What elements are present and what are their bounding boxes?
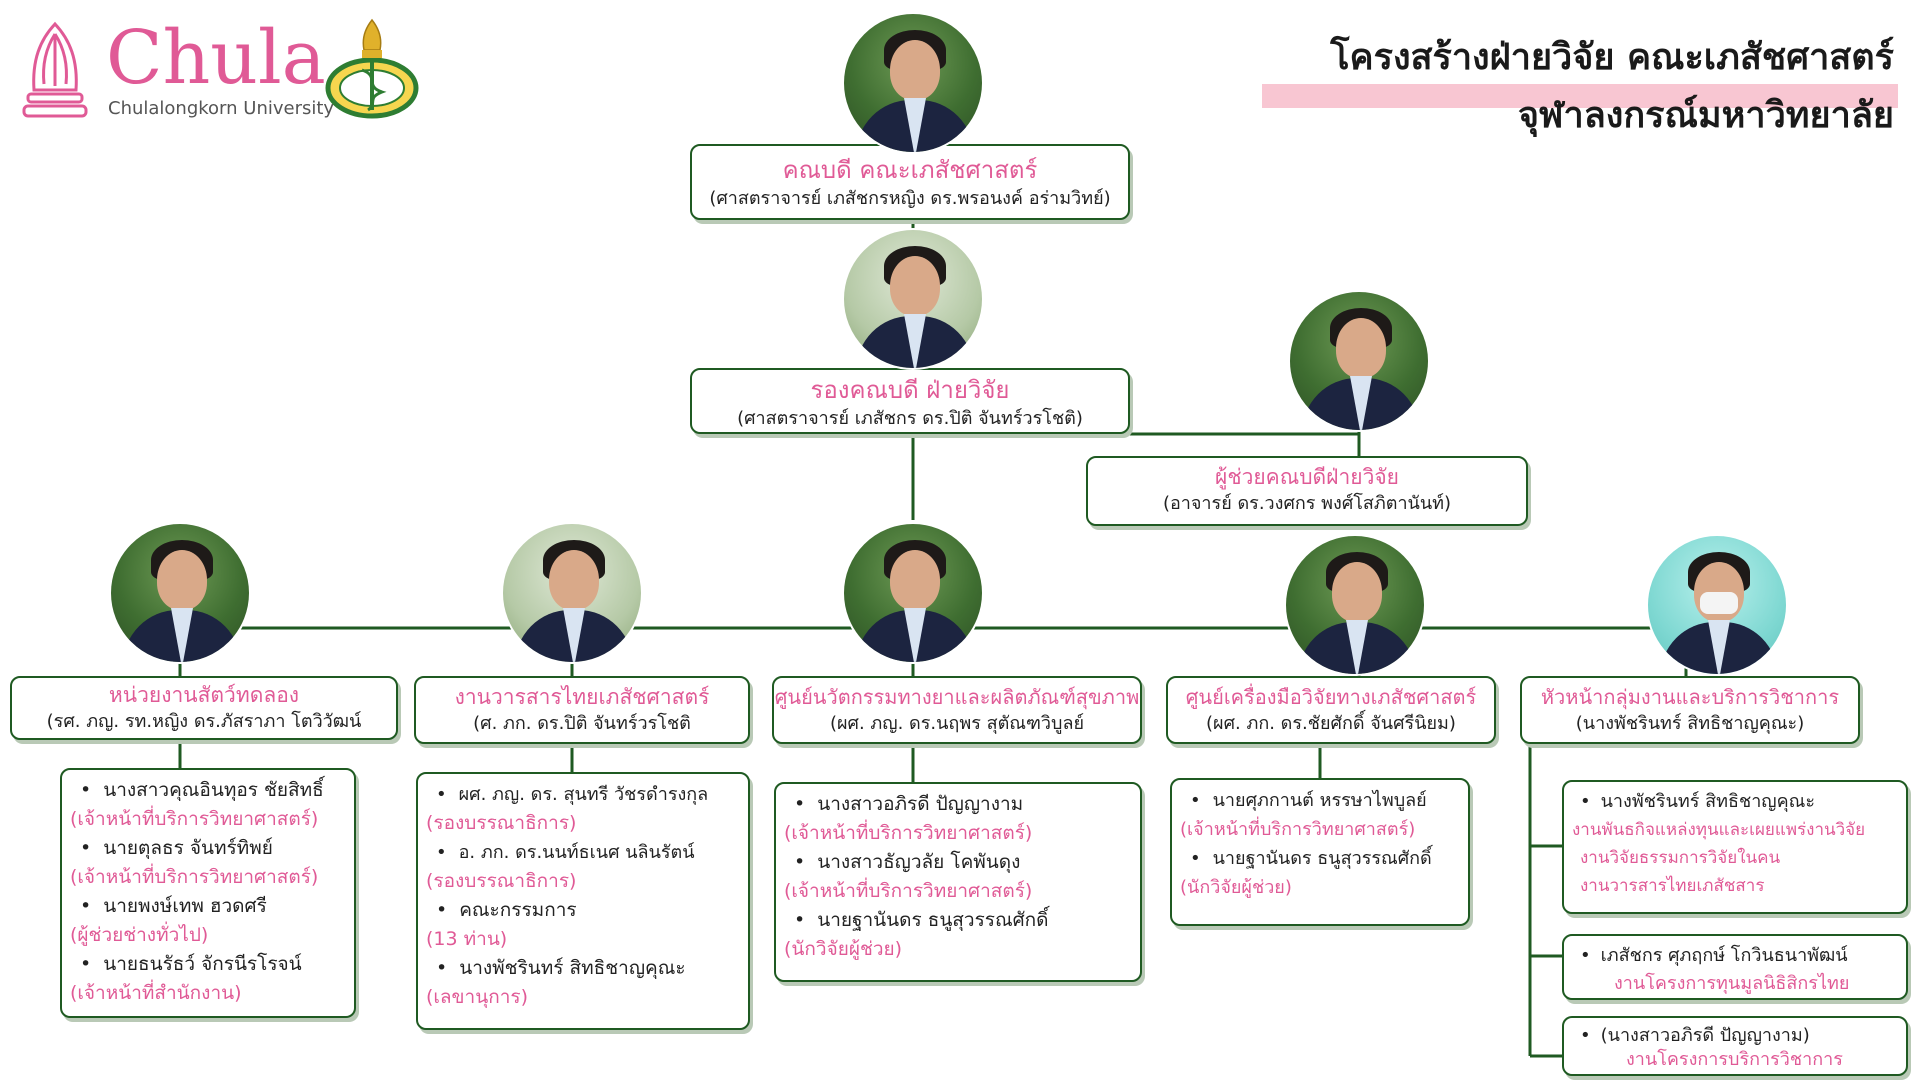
unit2-head-photo bbox=[501, 522, 643, 664]
unit-title: ศูนย์เครื่องมือวิจัยทางเภสัชศาสตร์ bbox=[1185, 685, 1477, 709]
unit-box-academic-services[interactable]: หัวหน้ากลุ่มงานและบริการวิชาการ (นางพัชร… bbox=[1520, 676, 1860, 744]
member-role: (นักวิจัยผู้ช่วย) bbox=[1180, 877, 1292, 898]
unit-box-animal-lab[interactable]: หน่วยงานสัตว์ทดลอง (รศ. ภญ. รท.หญิง ดร.ภ… bbox=[10, 676, 398, 740]
member-role: (เจ้าหน้าที่บริการวิทยาศาสตร์) bbox=[70, 866, 319, 888]
member-role: (เจ้าหน้าที่บริการวิทยาศาสตร์) bbox=[70, 808, 319, 830]
page-subtitle: จุฬาลงกรณ์มหาวิทยาลัย bbox=[1517, 95, 1894, 136]
member-name: นายตุลธร จันทร์ทิพย์ bbox=[70, 834, 348, 863]
dean-name: (ศาสตราจารย์ เภสัชกรหญิง ดร.พรอนงค์ อร่า… bbox=[709, 188, 1111, 209]
member-name: นางพัชรินทร์ สิทธิชาญคุณะ bbox=[426, 954, 742, 983]
unit-title: หัวหน้ากลุ่มงานและบริการวิชาการ bbox=[1540, 685, 1840, 709]
member-name: นางสาวธัญวลัย โคพันดุง bbox=[784, 848, 1134, 877]
member-role: (รองบรรณาธิการ) bbox=[426, 870, 577, 892]
unit5-group-3: (นางสาวอภิรดี ปัญญางาม) งานโครงการบริการ… bbox=[1562, 1016, 1908, 1076]
unit4-member-list: นายศุภกานต์ หรรษาไพบูลย์ (เจ้าหน้าที่บริ… bbox=[1170, 778, 1470, 926]
member-name: นายฐานันดร ธนูสุวรรณศักดิ์ bbox=[1180, 844, 1462, 873]
member-name: นายพงษ์เทพ ฮวดศรี bbox=[70, 892, 348, 921]
member-name: นางสาวอภิรดี ปัญญางาม bbox=[784, 790, 1134, 819]
member-role: (ผู้ช่วยช่างทั่วไป) bbox=[70, 924, 209, 946]
unit5-group-2: เภสัชกร ศุภฤกษ์ โกวินธนาพัฒน์ งานโครงการ… bbox=[1562, 934, 1908, 1000]
member-name: นายธนรัธว์ จักรนีรโรจน์ bbox=[70, 950, 348, 979]
vice-dean-box[interactable]: รองคณบดี ฝ่ายวิจัย (ศาสตราจารย์ เภสัชกร … bbox=[690, 368, 1130, 434]
chula-seal-icon bbox=[22, 21, 88, 118]
member-role: (เจ้าหน้าที่สำนักงาน) bbox=[70, 982, 242, 1004]
unit-head-name: (ผศ. ภญ. ดร.นฤพร สุตัณฑวิบูลย์ bbox=[829, 713, 1085, 734]
member-role: งานวิจัยธรรมการวิจัยในคน bbox=[1580, 848, 1781, 868]
member-name: (นางสาวอภิรดี ปัญญางาม) bbox=[1572, 1024, 1900, 1048]
chula-subtitle: Chulalongkorn University bbox=[108, 98, 335, 119]
chula-wordmark: Chula bbox=[106, 15, 326, 101]
unit-head-name: (นางพัชรินทร์ สิทธิชาญคุณะ) bbox=[1575, 713, 1805, 734]
member-name: เภสัชกร ศุภฤกษ์ โกวินธนาพัฒน์ bbox=[1572, 942, 1900, 970]
unit5-head-photo bbox=[1646, 534, 1788, 676]
unit1-member-list: นางสาวคุณอินทุอร ชัยสิทธิ์ (เจ้าหน้าที่บ… bbox=[60, 768, 356, 1018]
unit3-head-photo bbox=[842, 522, 984, 664]
member-name: คณะกรรมการ bbox=[426, 896, 742, 925]
member-name: นางสาวคุณอินทุอร ชัยสิทธิ์ bbox=[70, 776, 348, 805]
vice-dean-name: (ศาสตราจารย์ เภสัชกร ดร.ปิติ จันทร์วรโชต… bbox=[737, 408, 1083, 429]
member-role: (เจ้าหน้าที่บริการวิทยาศาสตร์) bbox=[1180, 819, 1416, 840]
member-role: งานโครงการทุนมูลนิธิสิกรไทย bbox=[1614, 973, 1850, 994]
assistant-dean-name: (อาจารย์ ดร.วงศกร พงศ์โสภิตานันท์) bbox=[1162, 493, 1452, 514]
unit4-head-photo bbox=[1284, 534, 1426, 676]
assistant-dean-photo bbox=[1288, 290, 1430, 432]
member-role: (เจ้าหน้าที่บริการวิทยาศาสตร์) bbox=[784, 880, 1033, 902]
unit-box-journal[interactable]: งานวารสารไทยเภสัชศาสตร์ (ศ. ภก. ดร.ปิติ … bbox=[414, 676, 750, 744]
vice-dean-title: รองคณบดี ฝ่ายวิจัย bbox=[810, 376, 1010, 404]
member-role: งานวารสารไทยเภสัชสาร bbox=[1580, 876, 1765, 896]
unit-head-name: (รศ. ภญ. รท.หญิง ดร.ภัสราภา โตวิวัฒน์ bbox=[46, 711, 362, 732]
unit3-member-list: นางสาวอภิรดี ปัญญางาม (เจ้าหน้าที่บริการ… bbox=[774, 782, 1142, 982]
assistant-dean-title: ผู้ช่วยคณบดีฝ่ายวิจัย bbox=[1215, 465, 1399, 489]
member-name: ผศ. ภญ. ดร. สุนทรี วัชรดำรงกุล bbox=[426, 780, 742, 809]
dean-box[interactable]: คณบดี คณะเภสัชศาสตร์ (ศาสตราจารย์ เภสัชก… bbox=[690, 144, 1130, 220]
vice-dean-photo bbox=[842, 228, 984, 370]
member-role: งานพันธกิจแหล่งทุนและเผยแพร่งานวิจัย bbox=[1572, 820, 1866, 840]
unit-head-name: (ผศ. ภก. ดร.ชัยศักดิ์ จันศรีนิยม) bbox=[1206, 713, 1456, 734]
member-role: (13 ท่าน) bbox=[426, 928, 508, 950]
member-role: (เลขานุการ) bbox=[426, 986, 528, 1008]
member-name: อ. ภก. ดร.นนท์ธเนศ นลินรัตน์ bbox=[426, 838, 742, 867]
assistant-dean-box[interactable]: ผู้ช่วยคณบดีฝ่ายวิจัย (อาจารย์ ดร.วงศกร … bbox=[1086, 456, 1528, 526]
unit-head-name: (ศ. ภก. ดร.ปิติ จันทร์วรโชติ bbox=[473, 713, 691, 734]
unit1-head-photo bbox=[109, 522, 251, 664]
page-title: โครงสร้างฝ่ายวิจัย คณะเภสัชศาสตร์ bbox=[1330, 37, 1894, 78]
title-highlight-band bbox=[1262, 84, 1898, 108]
member-role: (รองบรรณาธิการ) bbox=[426, 812, 577, 834]
dean-photo bbox=[842, 12, 984, 154]
unit-title: ศูนย์นวัตกรรมทางยาและผลิตภัณฑ์สุขภาพ bbox=[774, 685, 1140, 709]
unit-box-instrument-center[interactable]: ศูนย์เครื่องมือวิจัยทางเภสัชศาสตร์ (ผศ. … bbox=[1166, 676, 1496, 744]
unit2-member-list: ผศ. ภญ. ดร. สุนทรี วัชรดำรงกุล (รองบรรณา… bbox=[416, 772, 750, 1030]
unit5-group-1: นางพัชรินทร์ สิทธิชาญคุณะ งานพันธกิจแหล่… bbox=[1562, 780, 1908, 914]
pharmacy-faculty-logo-icon bbox=[325, 18, 419, 119]
member-role: งานโครงการบริการวิชาการ bbox=[1626, 1049, 1843, 1070]
member-name: นางพัชรินทร์ สิทธิชาญคุณะ bbox=[1572, 788, 1900, 816]
member-role: (เจ้าหน้าที่บริการวิทยาศาสตร์) bbox=[784, 822, 1033, 844]
dean-title: คณบดี คณะเภสัชศาสตร์ bbox=[782, 156, 1038, 184]
unit-title: หน่วยงานสัตว์ทดลอง bbox=[108, 683, 300, 707]
unit-box-innovation-center[interactable]: ศูนย์นวัตกรรมทางยาและผลิตภัณฑ์สุขภาพ (ผศ… bbox=[772, 676, 1142, 744]
unit-title: งานวารสารไทยเภสัชศาสตร์ bbox=[454, 685, 710, 709]
member-role: (นักวิจัยผู้ช่วย) bbox=[784, 938, 903, 960]
member-name: นายศุภกานต์ หรรษาไพบูลย์ bbox=[1180, 786, 1462, 815]
member-name: นายฐานันดร ธนูสุวรรณศักดิ์ bbox=[784, 906, 1134, 935]
